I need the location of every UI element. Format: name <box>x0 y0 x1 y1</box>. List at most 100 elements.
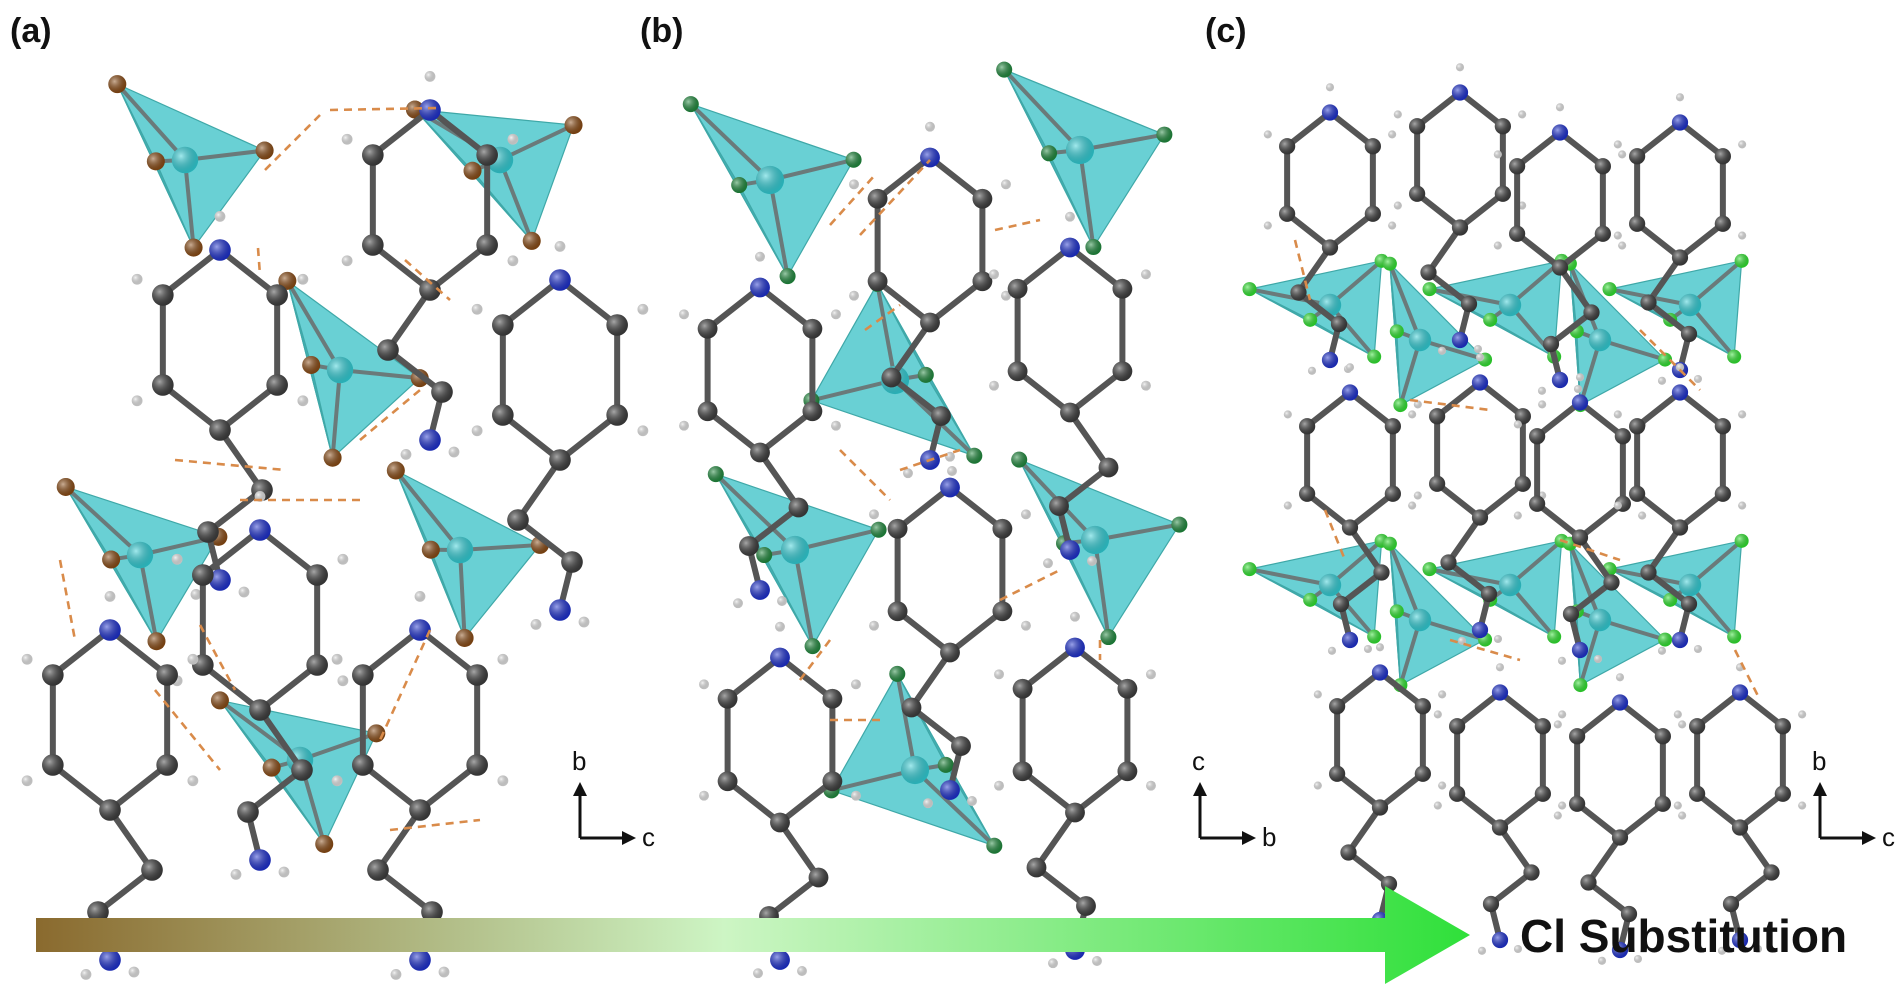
panel-label-c: (c) <box>1205 12 1247 50</box>
halide-atom-shade <box>146 152 165 171</box>
hydrogen-bond <box>1293 239 1312 301</box>
hydrogen-atom-shade <box>1455 63 1465 72</box>
carbon-atom-shade <box>1429 408 1446 425</box>
hydrogen-atom-shade <box>1613 501 1622 510</box>
hydrogen-atom-shade <box>530 619 542 630</box>
hydrogen-atom-shade <box>1408 501 1417 510</box>
hydrogen-atom-shade <box>331 653 343 665</box>
metal-halide-bond <box>769 157 855 182</box>
hydrogen-bond <box>1559 538 1621 562</box>
halide-atom-shade <box>986 837 1003 854</box>
nitrogen-atom-shade <box>419 429 441 451</box>
metal-atom-shade <box>1588 328 1612 352</box>
bond <box>888 374 944 419</box>
bond <box>1728 869 1775 907</box>
metal-halide-bond <box>459 542 541 552</box>
hydrogen-atom-shade <box>104 591 116 602</box>
bond <box>1677 389 1726 430</box>
nitrogen-atom-shade <box>1471 374 1489 391</box>
nitrogen-atom-shade <box>1060 540 1080 560</box>
hydrogen-atom-shade <box>1263 130 1272 139</box>
hydrogen-bond <box>1733 649 1762 701</box>
carbon-atom-shade <box>739 536 759 556</box>
metal-halide-bond <box>810 378 896 403</box>
carbon-atom-shade <box>887 518 908 539</box>
hydrogen-atom-shade <box>1021 620 1031 631</box>
carbon-atom-shade <box>1611 829 1629 846</box>
carbon-atom-shade <box>881 367 902 388</box>
carbon-atom-shade <box>822 771 843 792</box>
carbon-atom-shade <box>352 664 374 686</box>
hydrogen-atom-shade <box>1325 83 1335 92</box>
metal-halide-bond <box>1002 68 1082 152</box>
nitrogen-atom-shade <box>1611 694 1629 711</box>
metal-halide-bond <box>183 159 196 248</box>
metal-halide-bond <box>339 368 420 381</box>
halide-atom-shade <box>522 231 541 250</box>
hydrogen-atom-shade <box>1738 231 1747 240</box>
halide-atom-shade <box>315 834 334 853</box>
bond <box>1334 770 1383 811</box>
hydrogen-atom-shade <box>438 966 450 978</box>
halide-atom-shade <box>1367 629 1382 644</box>
metal-atom-shade <box>1065 135 1095 165</box>
bond <box>107 762 171 813</box>
carbon-atom-shade <box>1580 874 1597 891</box>
hydrogen-atom-shade <box>1146 780 1156 791</box>
hydrogen-atom-shade <box>851 679 861 690</box>
hydrogen-atom-shade <box>1613 410 1622 419</box>
bond <box>1327 210 1376 251</box>
hydrogen-atom-shade <box>1593 654 1603 664</box>
carbon-atom-shade <box>1680 325 1698 343</box>
hydrogen-atom-shade <box>341 133 353 145</box>
metal-halide-bond <box>794 527 880 552</box>
hydrogen-atom-shade <box>1717 946 1727 955</box>
halide-atom-shade <box>1085 239 1102 256</box>
nitrogen-atom-shade <box>770 647 790 668</box>
carbon-atom-shade <box>1440 554 1457 571</box>
carbon-atom-shade <box>1569 728 1586 745</box>
bond <box>1377 770 1426 811</box>
halide-atom-shade <box>1658 352 1673 367</box>
carbon-atom-shade <box>1763 864 1780 881</box>
carbon-atom-shade <box>266 284 288 306</box>
nitrogen-atom-shade <box>99 619 121 641</box>
bond <box>1568 579 1615 617</box>
carbon-atom-shade <box>87 901 109 923</box>
hydrogen-atom-shade <box>507 255 519 267</box>
hydrogen-atom-shade <box>679 309 689 320</box>
hydrogen-atom-shade <box>230 869 242 880</box>
bond <box>1534 399 1583 440</box>
carbon-atom-shade <box>1731 819 1749 836</box>
metal-halide-bond <box>1688 259 1743 307</box>
hydrogen-bond <box>404 259 451 301</box>
metal-halide-bond <box>1094 522 1180 542</box>
carbon-atom-shade <box>1514 475 1531 492</box>
hydrogen-atom-shade <box>21 775 33 787</box>
hydrogen-atom-shade <box>1283 410 1292 419</box>
metal-halide-bond <box>913 768 996 848</box>
halide-atom-shade <box>278 271 297 290</box>
hydrogen-atom-shade <box>171 553 183 565</box>
carbon-atom-shade <box>1409 185 1426 202</box>
hydrogen-atom-shade <box>390 969 402 980</box>
hydrogen-atom-shade <box>1433 801 1442 810</box>
bond <box>1694 689 1743 730</box>
carbon-atom-shade <box>1429 475 1446 492</box>
bond <box>1067 368 1126 416</box>
hydrogen-atom-shade <box>849 179 859 190</box>
halide-atom-shade <box>996 61 1013 78</box>
hydrogen-atom-shade <box>1043 558 1053 569</box>
bond <box>159 247 223 298</box>
halide-atom-shade <box>147 632 166 651</box>
carbon-atom-shade <box>362 144 384 166</box>
nitrogen-atom-shade <box>940 780 960 800</box>
hydrogen-atom-shade <box>1538 400 1547 409</box>
halide-atom-shade <box>1041 145 1058 162</box>
hydrogen-atom-shade <box>1438 690 1447 699</box>
carbon-atom-shade <box>1321 239 1339 256</box>
hydrogen-atom-shade <box>1798 801 1807 810</box>
metal-halide-bond <box>1328 583 1376 638</box>
hydrogen-atom-shade <box>187 775 199 787</box>
bond <box>359 762 423 813</box>
